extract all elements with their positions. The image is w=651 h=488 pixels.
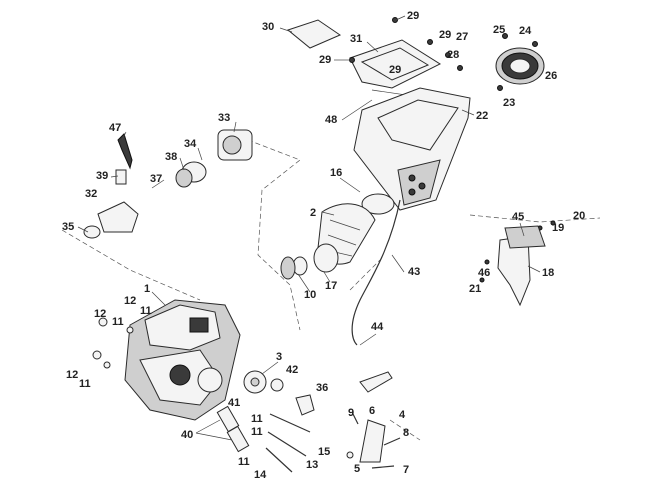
callout-46: 46	[478, 267, 490, 279]
callout-47: 47	[109, 122, 121, 134]
callout-26: 26	[545, 70, 557, 82]
leader-lines	[77, 15, 541, 441]
callout-29d: 29	[389, 64, 401, 76]
callout-24: 24	[519, 25, 532, 37]
callout-1: 1	[144, 283, 150, 295]
callout-21: 21	[469, 283, 481, 295]
callout-48: 48	[325, 114, 337, 126]
callout-39: 39	[96, 170, 108, 182]
callout-14: 14	[254, 469, 267, 481]
callout-25: 25	[493, 24, 505, 36]
mounting-bracket	[497, 225, 546, 307]
airbox-housing	[353, 87, 471, 211]
callout-38: 38	[165, 151, 177, 163]
assembly-guide-lines	[61, 139, 601, 441]
intake-boot	[280, 193, 395, 280]
callout-7: 7	[403, 464, 409, 476]
callout-11b: 11	[140, 305, 152, 317]
callout-22: 22	[476, 110, 488, 122]
callout-8: 8	[403, 427, 409, 439]
callout-19: 19	[552, 222, 564, 234]
callout-9: 9	[348, 407, 354, 419]
callout-44: 44	[371, 321, 384, 333]
callout-3: 3	[276, 351, 282, 363]
callout-36: 36	[316, 382, 328, 394]
airbox-top-cover	[349, 39, 442, 101]
callout-34: 34	[184, 138, 197, 150]
callout-4: 4	[399, 409, 406, 421]
callout-29c: 29	[319, 54, 331, 66]
callout-12a: 12	[94, 308, 106, 320]
callout-15: 15	[318, 446, 330, 458]
callout-labels: 1 2 3 4 5 6 7 8 9 10 11 11 11 11 11 11 1…	[62, 10, 585, 481]
engine-block	[124, 299, 241, 421]
callout-35: 35	[62, 221, 74, 233]
callout-11f: 11	[238, 456, 250, 468]
callout-43: 43	[408, 266, 420, 278]
airbox-lid-cover	[286, 19, 342, 49]
air-filter-element	[495, 47, 545, 85]
drive-sprocket	[243, 370, 315, 416]
throttle-body-assembly	[83, 129, 253, 239]
fastener-bolts	[349, 17, 556, 283]
callout-27: 27	[456, 31, 468, 43]
callout-29b: 29	[439, 29, 451, 41]
callout-31: 31	[350, 33, 362, 45]
callout-37: 37	[150, 173, 162, 185]
callout-33: 33	[218, 112, 230, 124]
callout-18: 18	[542, 267, 554, 279]
callout-12b: 12	[124, 295, 136, 307]
callout-41: 41	[228, 397, 240, 409]
callout-28: 28	[447, 49, 459, 61]
callout-30: 30	[262, 21, 274, 33]
callout-5: 5	[354, 463, 360, 475]
callout-45: 45	[512, 211, 524, 223]
callout-40: 40	[181, 429, 193, 441]
callout-11a: 11	[112, 316, 124, 328]
callout-20: 20	[573, 210, 585, 222]
spacers-and-bolts	[216, 405, 311, 473]
breather-hose	[351, 199, 401, 346]
callout-17: 17	[325, 280, 337, 292]
engine-mount-bolts	[92, 317, 134, 369]
callout-23: 23	[503, 97, 515, 109]
callout-11d: 11	[251, 413, 263, 425]
callout-16: 16	[330, 167, 342, 179]
callout-42: 42	[286, 364, 298, 376]
callout-12c: 12	[66, 369, 78, 381]
callout-11c: 11	[79, 378, 91, 390]
shift-lever-assembly	[346, 371, 401, 469]
callout-10: 10	[304, 289, 316, 301]
callout-32: 32	[85, 188, 97, 200]
callout-29a: 29	[407, 10, 419, 22]
callout-11e: 11	[251, 426, 263, 438]
callout-2: 2	[310, 207, 316, 219]
callout-13: 13	[306, 459, 318, 471]
callout-6: 6	[369, 405, 375, 417]
